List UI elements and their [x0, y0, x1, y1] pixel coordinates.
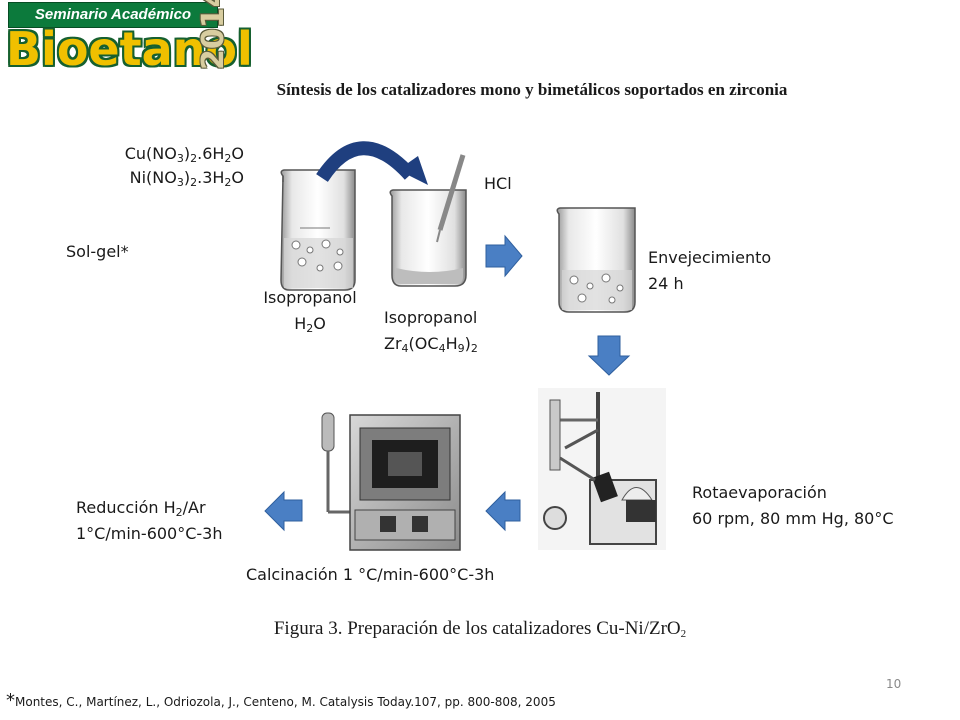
arrow-left-2	[264, 490, 303, 532]
brand-logo: Bioetanol	[6, 22, 253, 76]
beaker-1-water-label: H2O	[294, 314, 326, 335]
sol-gel-label: Sol-gel*	[66, 242, 129, 261]
arrow-right-1	[485, 234, 523, 278]
beaker-2-solvent-label: Isopropanol	[384, 308, 478, 327]
precursor-copper-label: Cu(NO3)2.6H2O	[124, 144, 244, 165]
figure-caption: Figura 3. Preparación de los catalizador…	[273, 618, 687, 640]
beaker-3-icon	[556, 207, 636, 313]
rotavap-conditions-label: 60 rpm, 80 mm Hg, 80°C	[692, 509, 894, 528]
arrow-down	[587, 335, 631, 376]
page-number: 10	[886, 677, 902, 691]
rotavap-label: Rotaevaporación	[692, 483, 827, 502]
precursor-nickel-label: Ni(NO3)2.3H2O	[129, 168, 244, 189]
rotary-evaporator-icon	[538, 388, 666, 550]
aging-time-label: 24 h	[648, 274, 684, 293]
beaker-2-icon	[389, 154, 467, 287]
furnace-icon	[321, 412, 461, 551]
zirconium-precursor-label: Zr4(OC4H9)2	[384, 334, 478, 355]
reference-citation: *Montes, C., Martínez, L., Odriozola, J.…	[6, 690, 556, 711]
seminar-badge: Seminario Académico	[8, 2, 218, 28]
calcination-label: Calcinación 1 °C/min-600°C-3h	[246, 565, 495, 584]
hcl-label: HCl	[484, 174, 512, 193]
beaker-1-solvent-label: Isopropanol	[263, 288, 357, 307]
slide-title: Síntesis de los catalizadores mono y bim…	[276, 80, 788, 99]
beaker-1-icon	[280, 169, 356, 291]
reduction-label: Reducción H2/Ar	[76, 498, 206, 519]
reduction-conditions-label: 1°C/min-600°C-3h	[76, 524, 223, 543]
arrow-left-1	[485, 490, 521, 532]
transfer-curved-arrow	[316, 141, 428, 185]
aging-label: Envejecimiento	[648, 248, 772, 267]
